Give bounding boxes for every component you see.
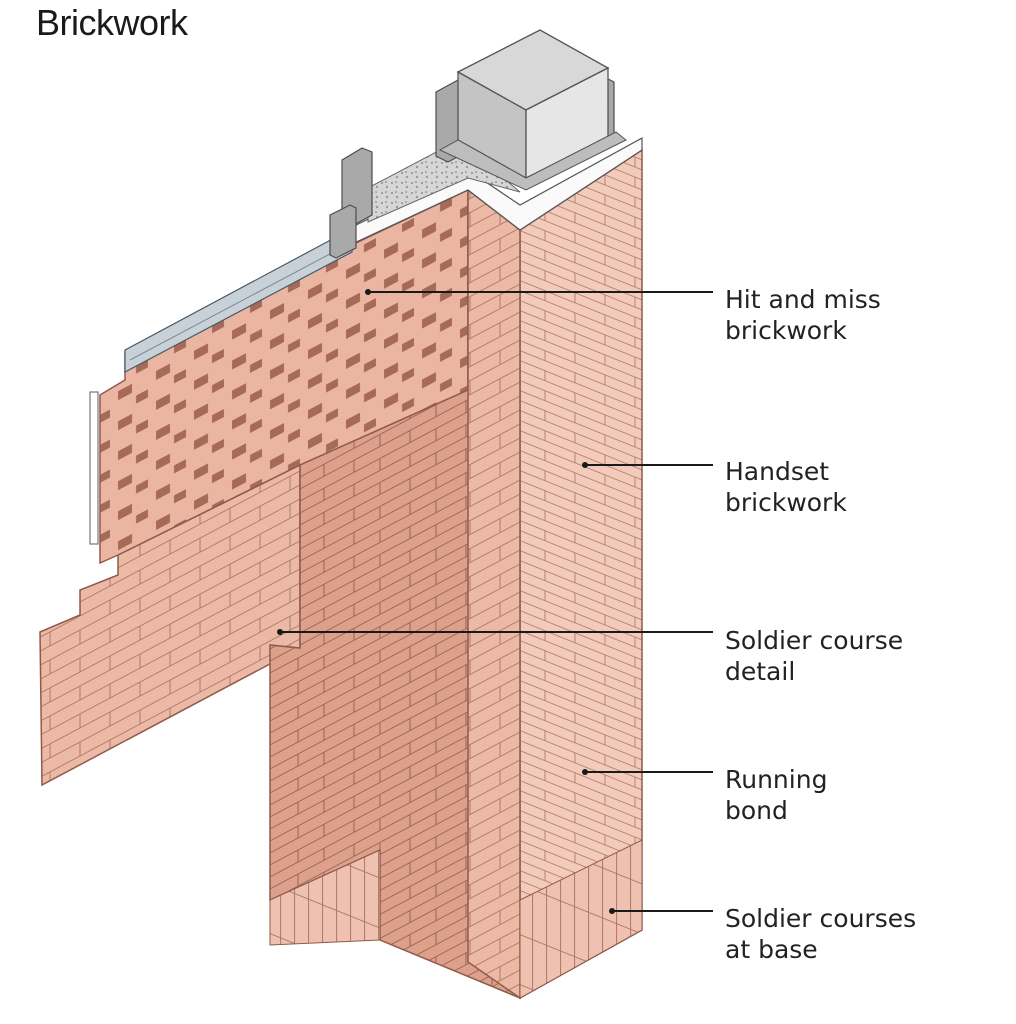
leader-lines	[280, 291, 713, 912]
base-soldier-courses-left	[269, 849, 381, 946]
roof-base-plate	[438, 131, 627, 191]
window-frame	[89, 391, 99, 545]
page-title: Brickwork	[36, 2, 188, 43]
base-soldier-courses-right	[519, 839, 643, 999]
label-soldier-course-detail: Soldier course detail	[725, 626, 904, 686]
label-handset-brickwork: Handset brickwork	[725, 457, 847, 517]
label-running-bond: Running bond	[725, 765, 828, 825]
pier-side-face	[467, 188, 521, 1000]
leader-dots	[277, 289, 615, 914]
label-soldier-courses-at-base: Soldier courses at base	[725, 904, 917, 964]
label-hit-and-miss-brickwork: Hit and miss brickwork	[725, 285, 881, 345]
